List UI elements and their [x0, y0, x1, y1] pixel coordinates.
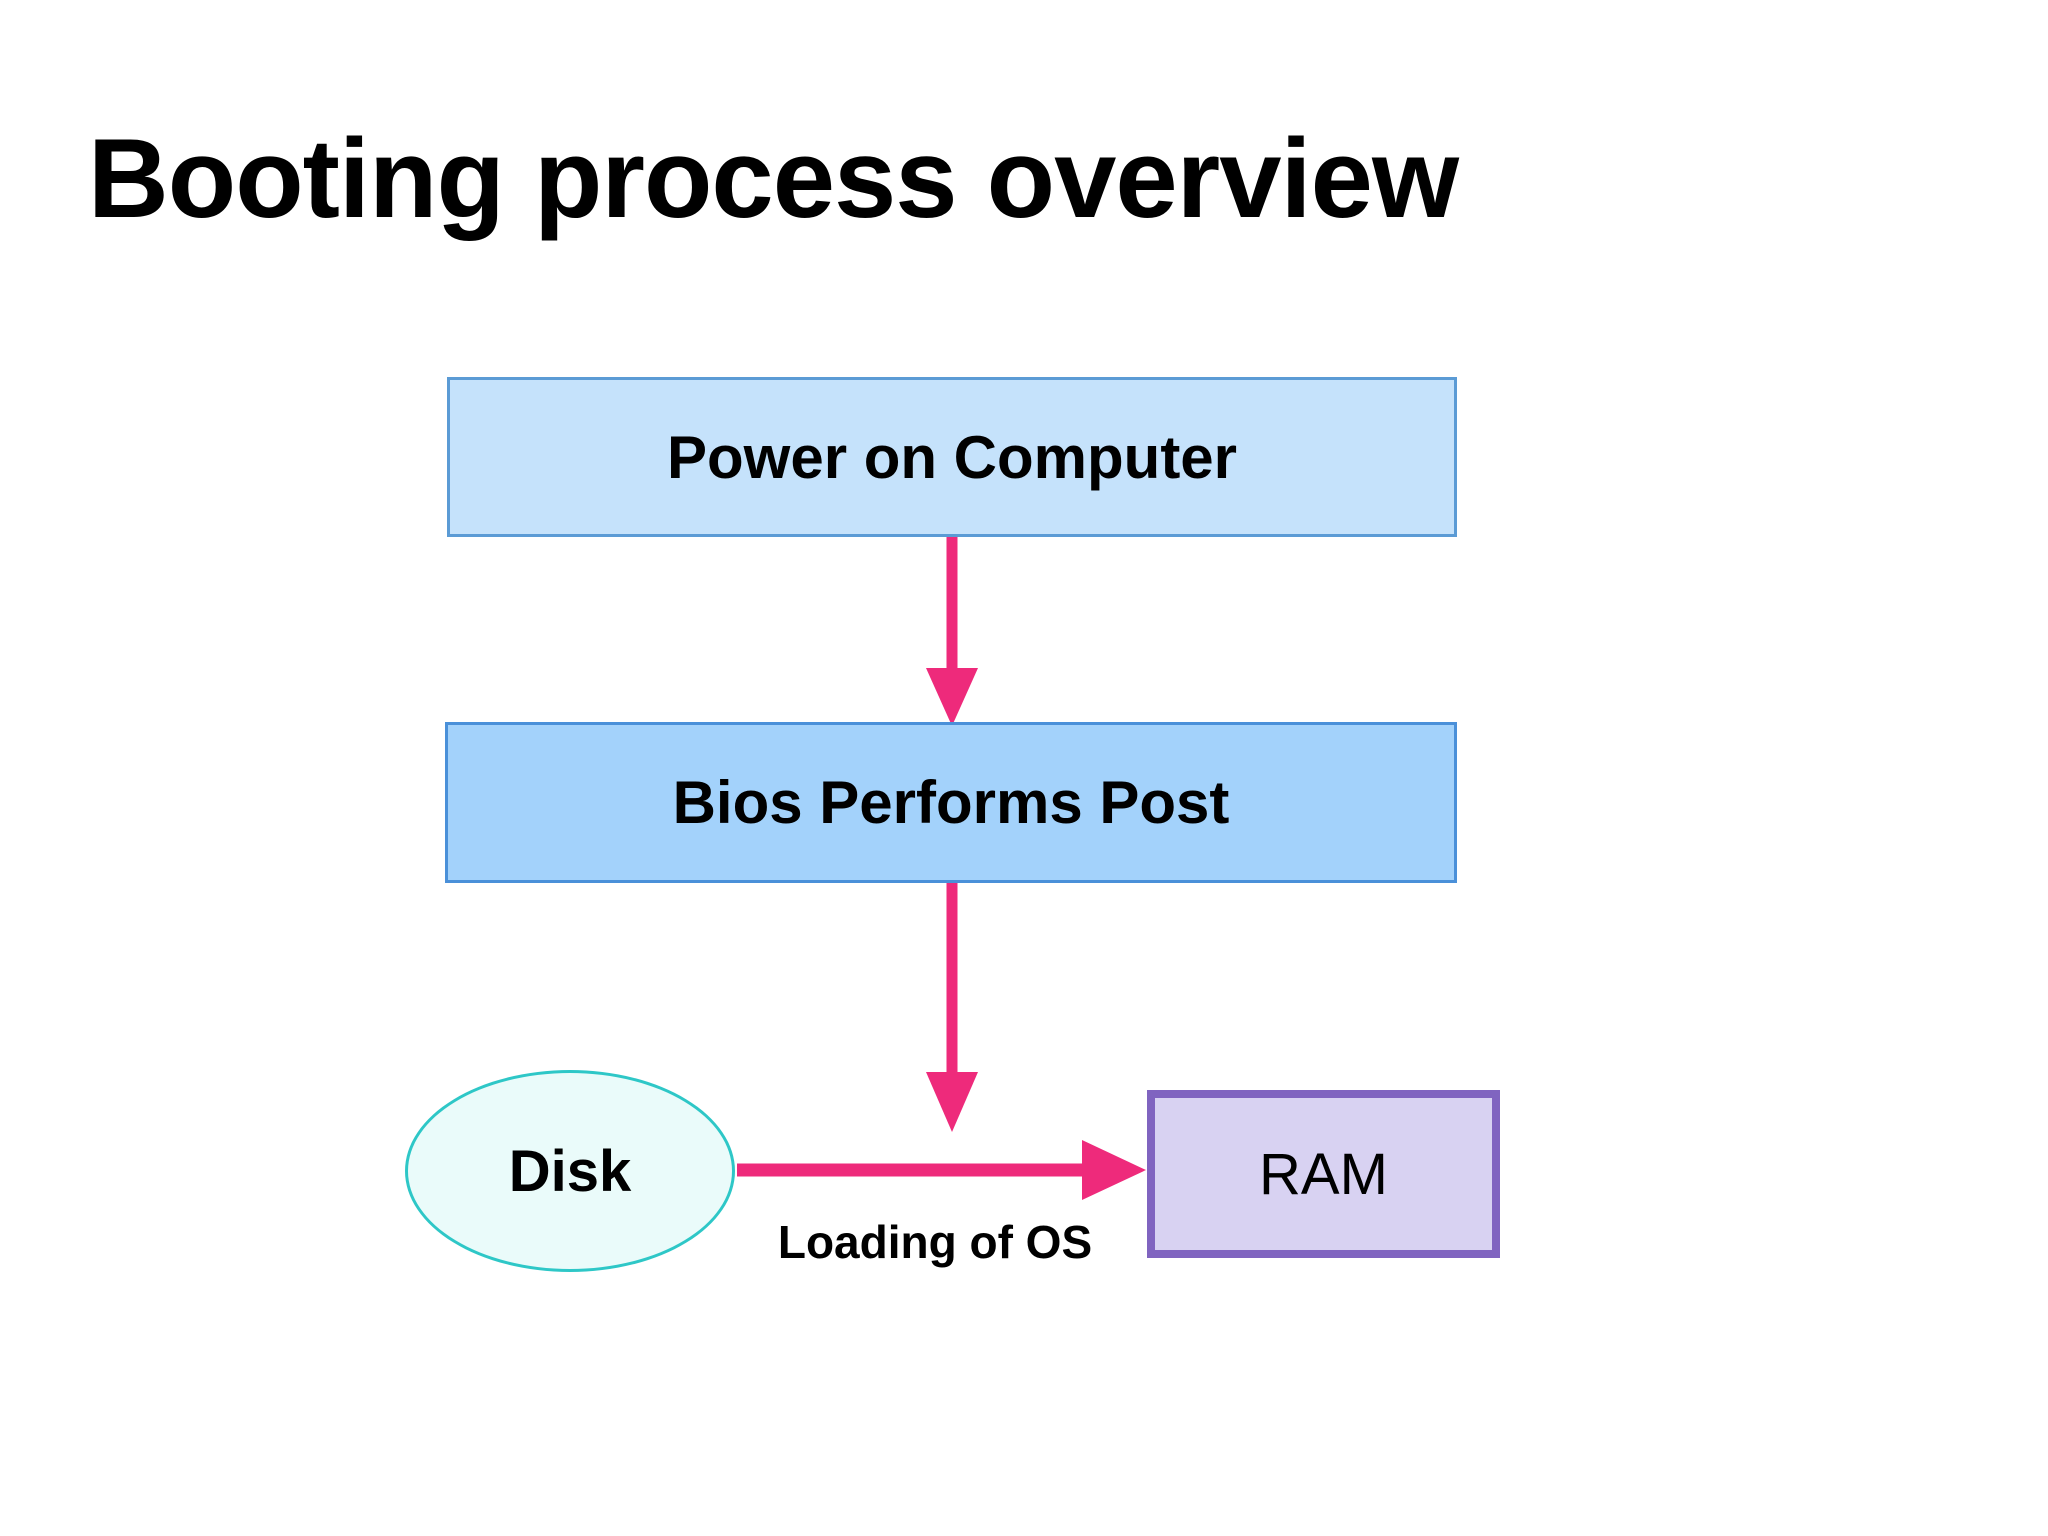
page-title: Booting process overview: [87, 116, 1459, 241]
node-ram[interactable]: RAM: [1147, 1090, 1500, 1258]
node-label-bios-performs-post: Bios Performs Post: [672, 769, 1230, 836]
node-label-power-on-computer: Power on Computer: [666, 423, 1238, 491]
node-bios-performs-post[interactable]: Bios Performs Post: [445, 722, 1457, 883]
node-label-ram: RAM: [1259, 1141, 1388, 1207]
arrow-disk-to-ram: [737, 1140, 1146, 1200]
arrow-power-to-bios: [926, 537, 978, 726]
node-label-disk: Disk: [508, 1138, 632, 1204]
node-disk[interactable]: Disk: [405, 1070, 735, 1272]
arrow-bios-to-ram: [926, 883, 978, 1132]
edge-label-loading-of-os: Loading of OS: [777, 1216, 1093, 1268]
node-power-on-computer[interactable]: Power on Computer: [447, 377, 1457, 537]
